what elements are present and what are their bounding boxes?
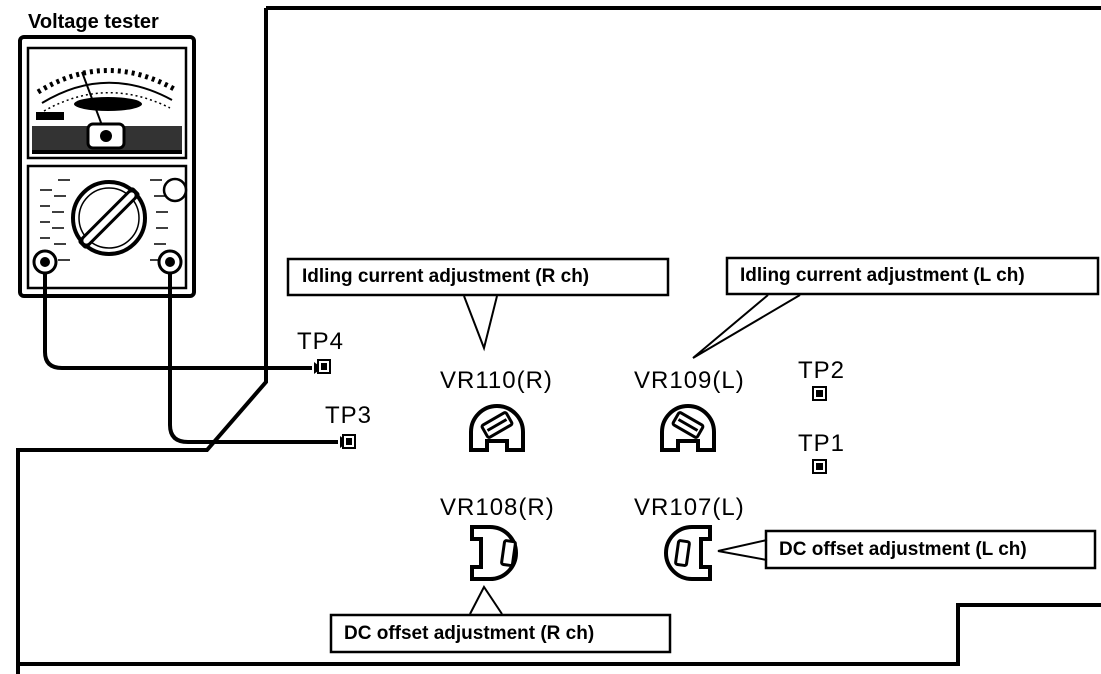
tp1-pad	[812, 459, 827, 474]
vr107-trimmer[interactable]	[664, 525, 712, 581]
zero-adjust-knob[interactable]	[162, 177, 188, 203]
vr107-label: VR107(L)	[634, 494, 745, 521]
callout-dc-l-text: DC offset adjustment (L ch)	[779, 539, 1027, 560]
pointer-idle-r	[463, 295, 498, 352]
tp4-pad	[317, 359, 331, 374]
tp1-label: TP1	[798, 430, 846, 457]
vr109-trimmer[interactable]	[660, 404, 716, 452]
range-dial[interactable]	[71, 180, 147, 256]
callout-dc-l-box	[764, 529, 1097, 570]
tp3-pad	[342, 434, 356, 449]
probe-jack-left[interactable]	[32, 249, 58, 275]
pointer-idle-l	[692, 294, 801, 359]
pcb-outline	[16, 6, 1101, 674]
callout-dc-r-text: DC offset adjustment (R ch)	[344, 623, 595, 644]
callout-idle-l-box	[725, 256, 1100, 296]
pointer-dc-r	[469, 585, 503, 615]
callout-idle-r-text: Idling current adjustment (R ch)	[302, 266, 590, 287]
meter-display	[26, 46, 188, 160]
vr110-trimmer[interactable]	[469, 404, 525, 452]
vr110-label: VR110(R)	[440, 367, 553, 394]
callout-pointers	[463, 294, 801, 615]
tp3-label: TP3	[325, 402, 373, 429]
vr108-label: VR108(R)	[440, 494, 555, 521]
tp2-label: TP2	[798, 357, 846, 384]
test-lead-left	[43, 273, 312, 370]
tp2-pad	[812, 386, 827, 401]
dial-scale-ticks	[40, 179, 168, 261]
vr108-trimmer[interactable]	[470, 525, 518, 581]
callout-idle-l-text: Idling current adjustment (L ch)	[740, 265, 1025, 286]
callout-dc-r-box	[329, 613, 672, 654]
voltage-tester	[18, 35, 196, 298]
tp4-label: TP4	[297, 328, 345, 355]
test-lead-right	[168, 273, 338, 444]
probe-jack-right[interactable]	[157, 249, 183, 275]
test-leads	[43, 273, 338, 444]
diagram-title: Voltage tester	[28, 11, 159, 33]
callout-idle-r-box	[286, 257, 670, 297]
pointer-dc-l	[717, 539, 768, 561]
vr109-label: VR109(L)	[634, 367, 745, 394]
